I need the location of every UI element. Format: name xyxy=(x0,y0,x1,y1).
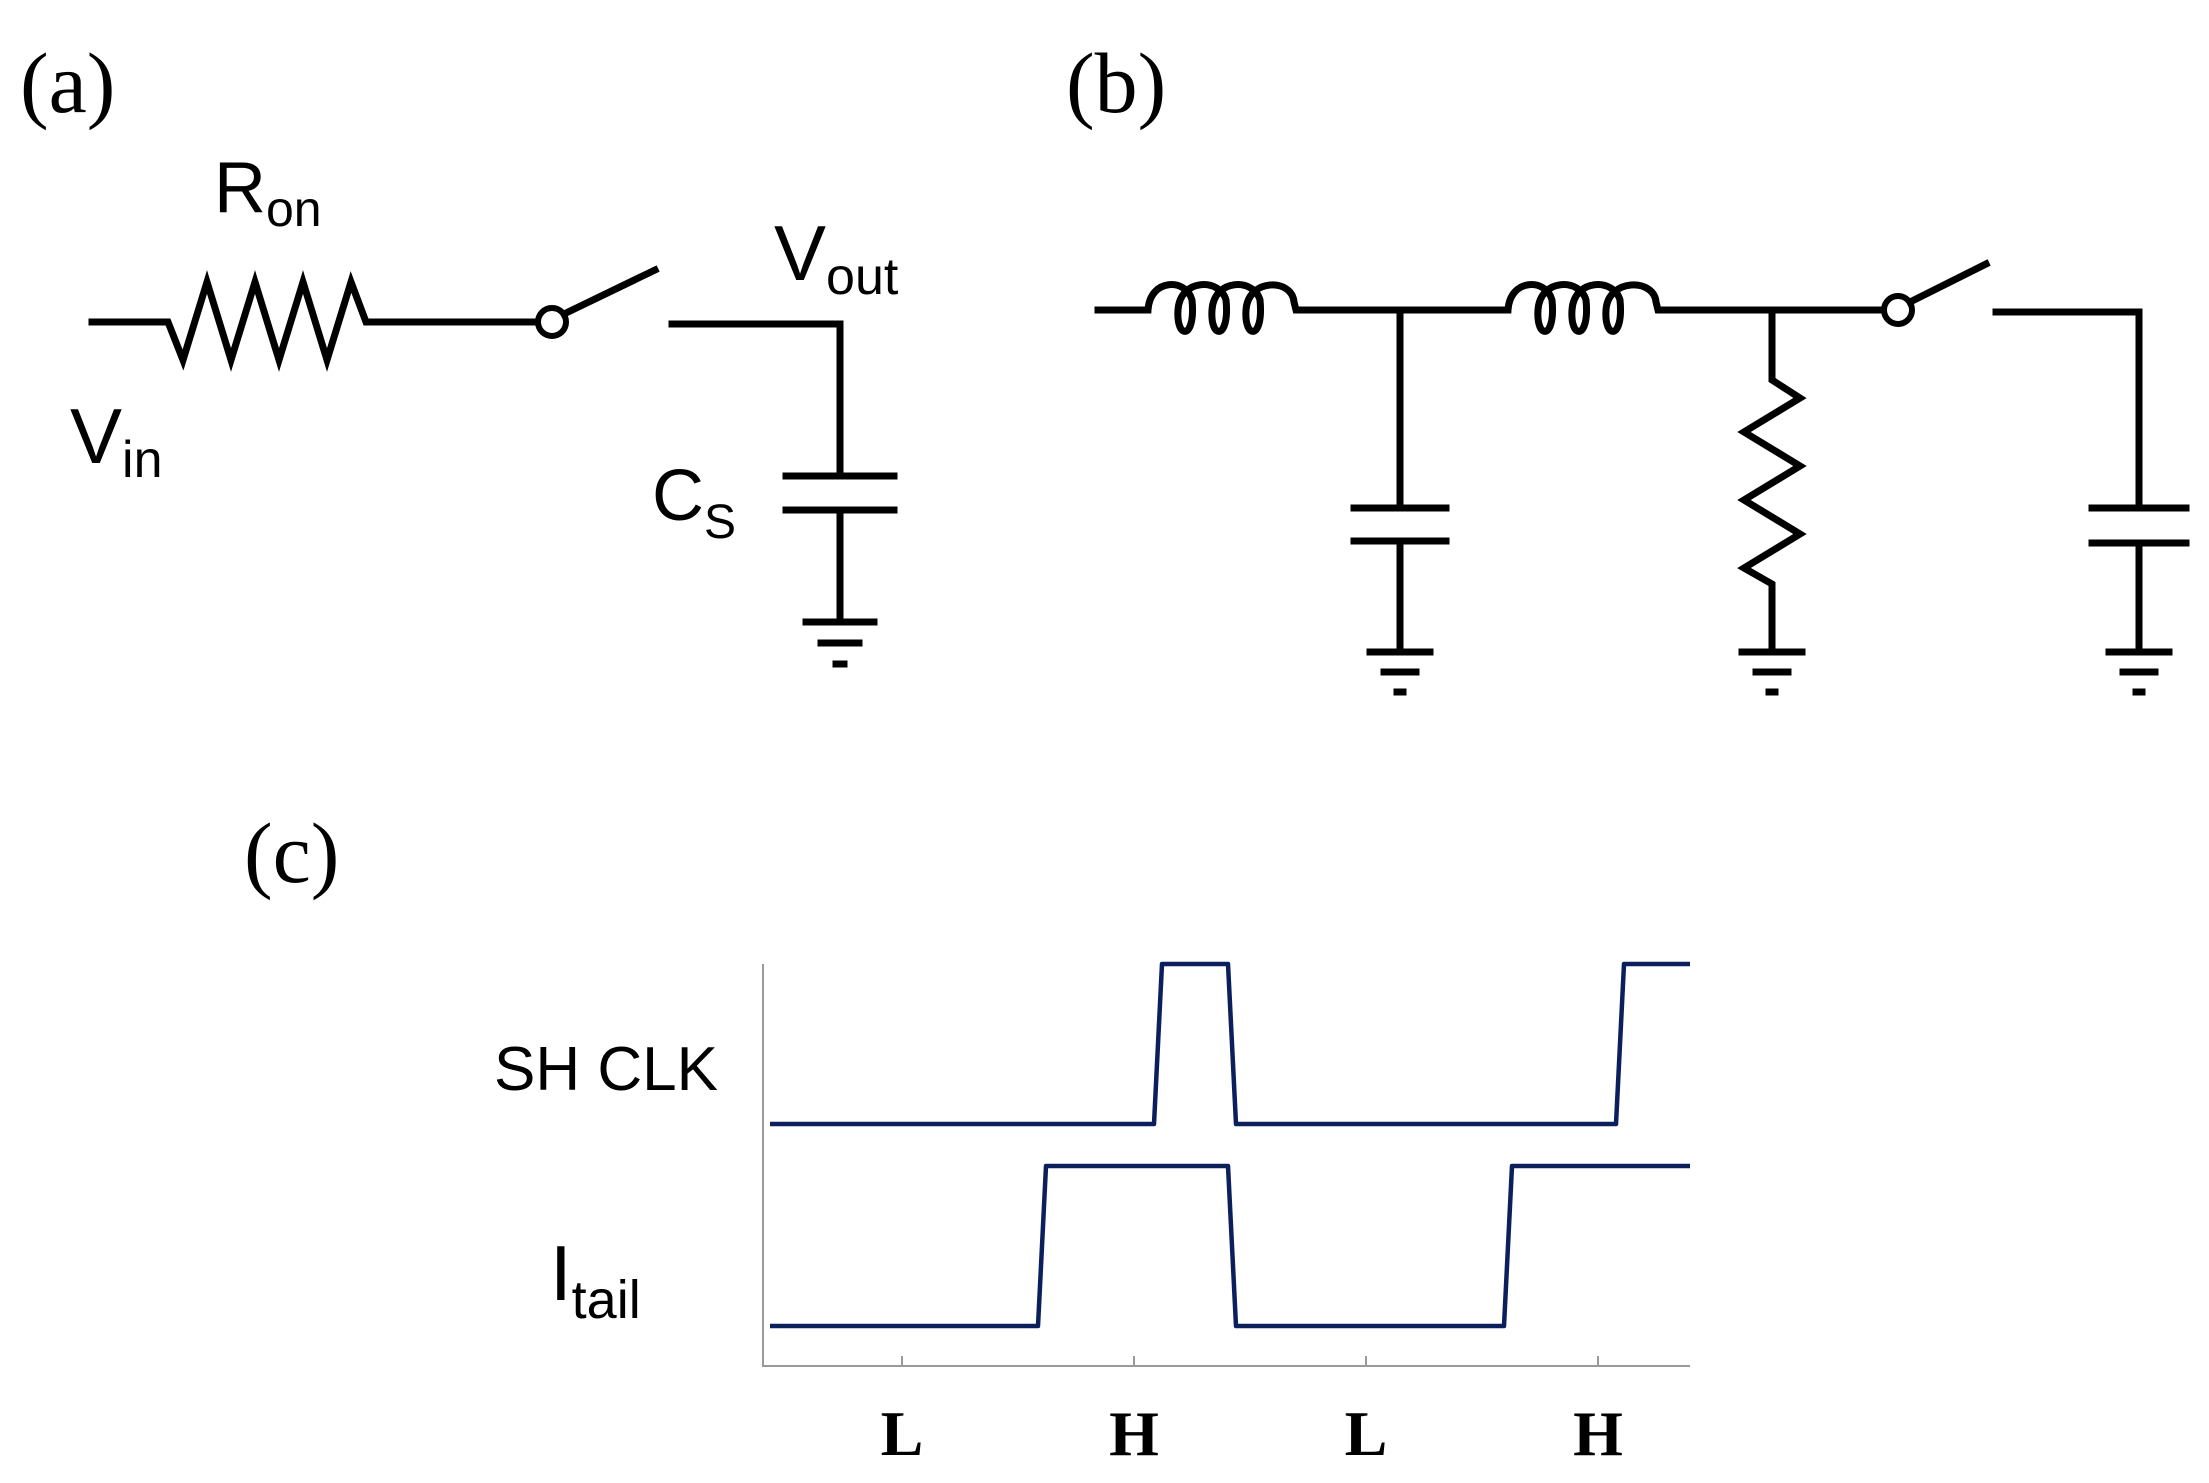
x-tick-marks xyxy=(901,1356,1599,1366)
switch-symbol-b xyxy=(1881,259,1991,327)
ground-icon xyxy=(1366,648,1434,696)
output-wire-a xyxy=(668,320,844,480)
label-c-s: CS xyxy=(652,456,736,549)
timing-axes xyxy=(762,964,1690,1367)
x-tick-label: H xyxy=(1573,1398,1623,1469)
output-capacitor-b-symbol xyxy=(1992,308,2190,656)
shunt-resistor-symbol xyxy=(1737,306,1807,656)
label-r-on: Ron xyxy=(214,148,322,237)
resistor-ron-symbol xyxy=(88,270,542,372)
inductor-1-symbol xyxy=(1094,281,1404,335)
ground-icon xyxy=(2105,648,2173,696)
itail-waveform xyxy=(770,1163,1690,1329)
x-tick-label: L xyxy=(1345,1398,1388,1469)
panel-c-label: (c) xyxy=(244,805,339,901)
ground-icon xyxy=(1738,648,1806,696)
x-tick-label: H xyxy=(1109,1398,1159,1469)
sh-clk-waveform xyxy=(770,961,1690,1127)
shunt-capacitor-1-symbol xyxy=(1350,306,1450,656)
capacitor-cs-symbol xyxy=(782,472,898,626)
panel-b-label: (b) xyxy=(1066,35,1166,131)
switch-symbol-a xyxy=(535,265,660,339)
panel-a: (a) Ron Vin Vout CS xyxy=(20,35,899,668)
panel-b: (b) xyxy=(1066,35,2190,696)
ground-icon xyxy=(802,618,878,668)
signal-label-itail: Itail xyxy=(550,1229,641,1330)
panel-c: (c) SH CLK Itail L H L H xyxy=(244,805,1690,1469)
x-tick-label: L xyxy=(881,1398,924,1469)
label-v-in: Vin xyxy=(70,392,163,489)
panel-a-label: (a) xyxy=(20,35,115,131)
signal-label-sh-clk: SH CLK xyxy=(494,1035,718,1104)
inductor-2-symbol xyxy=(1396,281,1776,335)
label-v-out: Vout xyxy=(774,209,899,306)
